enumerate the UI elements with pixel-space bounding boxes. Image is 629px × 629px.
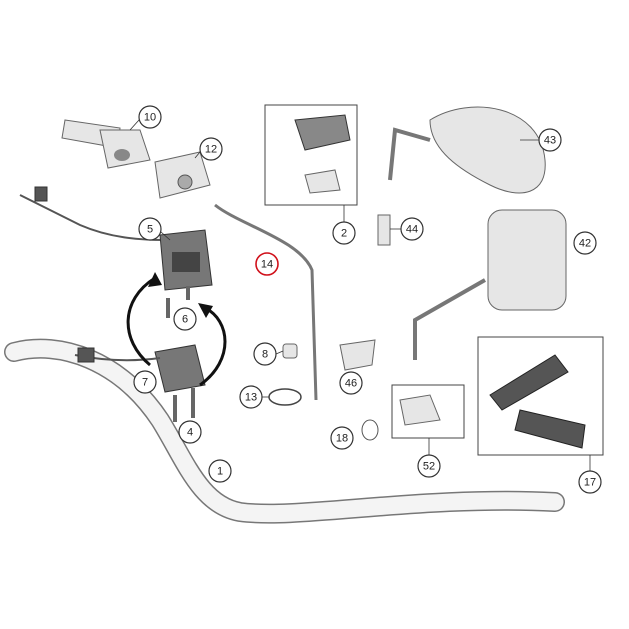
callout-circle (133, 370, 157, 394)
callout-10[interactable]: 10 (138, 105, 162, 129)
callout-14[interactable]: 14 (255, 252, 279, 276)
callout-7[interactable]: 7 (133, 370, 157, 394)
callout-circle (417, 454, 441, 478)
throttle-grip-part[interactable] (61, 119, 151, 169)
callout-6[interactable]: 6 (173, 307, 197, 331)
callout-label: 2 (341, 228, 347, 240)
switch-part[interactable] (294, 114, 351, 151)
callout-circle (330, 426, 354, 450)
callout-43[interactable]: 43 (538, 128, 562, 152)
callout-12[interactable]: 12 (199, 137, 223, 161)
callout-label: 8 (262, 349, 268, 361)
nut-part[interactable] (282, 343, 298, 359)
callout-circle (578, 470, 602, 494)
callout-label: 14 (261, 259, 273, 271)
callout-1[interactable]: 1 (208, 459, 232, 483)
callout-label: 7 (142, 377, 148, 389)
callout-label: 46 (345, 378, 357, 390)
callout-label: 18 (336, 433, 348, 445)
callout-circle (332, 221, 356, 245)
callout-label: 43 (544, 135, 556, 147)
callout-circle (173, 307, 197, 331)
screw-part[interactable] (166, 286, 195, 422)
throttle-housing-part[interactable] (159, 229, 213, 291)
callout-label: 42 (579, 238, 591, 250)
callout-label: 52 (423, 461, 435, 473)
assembly-arrow-up (126, 276, 156, 367)
grips-box (477, 336, 604, 456)
callout-circle (339, 371, 363, 395)
clamp-part[interactable] (339, 339, 376, 371)
callout-8[interactable]: 8 (253, 342, 277, 366)
callout-label: 5 (147, 224, 153, 236)
callout-circle (138, 217, 162, 241)
mirror-square-part[interactable] (413, 209, 567, 360)
callout-42[interactable]: 42 (573, 231, 597, 255)
callout-46[interactable]: 46 (339, 371, 363, 395)
callout-label: 10 (144, 112, 156, 124)
callout-4[interactable]: 4 (178, 420, 202, 444)
callout-circle (255, 252, 279, 276)
callout-label: 4 (187, 427, 193, 439)
connector-part-2 (77, 347, 95, 363)
callout-label: 6 (182, 314, 188, 326)
callout-18[interactable]: 18 (330, 426, 354, 450)
callout-52[interactable]: 52 (417, 454, 441, 478)
grip-part[interactable] (489, 354, 586, 449)
adapter-part[interactable] (377, 214, 391, 246)
callout-label: 17 (584, 477, 596, 489)
callout-label: 12 (205, 144, 217, 156)
callout-17[interactable]: 17 (578, 470, 602, 494)
leader-lines (129, 119, 591, 471)
cover-part[interactable] (154, 151, 211, 199)
assembly-arrow-up-2 (199, 306, 227, 387)
callout-circle (178, 420, 202, 444)
connector-part (34, 186, 48, 202)
callout-circle (199, 137, 223, 161)
callout-44[interactable]: 44 (400, 217, 424, 241)
o-ring-part[interactable] (268, 388, 302, 406)
callout-5[interactable]: 5 (138, 217, 162, 241)
mirror-round-part[interactable] (388, 106, 546, 194)
callout-circle (538, 128, 562, 152)
callout-label: 1 (217, 466, 223, 478)
throttle-cable-part[interactable] (214, 203, 318, 401)
handlebar-part[interactable] (4, 338, 565, 524)
wire-harness (19, 194, 166, 241)
callout-circle (239, 385, 263, 409)
callout-label: 13 (245, 392, 257, 404)
lower-housing-part[interactable] (154, 344, 206, 393)
callout-circle (138, 105, 162, 129)
callout-label: 44 (406, 224, 418, 236)
callout-2[interactable]: 2 (332, 221, 356, 245)
callout-circle (208, 459, 232, 483)
callout-circle (400, 217, 424, 241)
callout-circle (253, 342, 277, 366)
callout-circle (573, 231, 597, 255)
switch-kit-box (264, 104, 358, 206)
clutch-kit-box (391, 384, 465, 439)
callout-13[interactable]: 13 (239, 385, 263, 409)
